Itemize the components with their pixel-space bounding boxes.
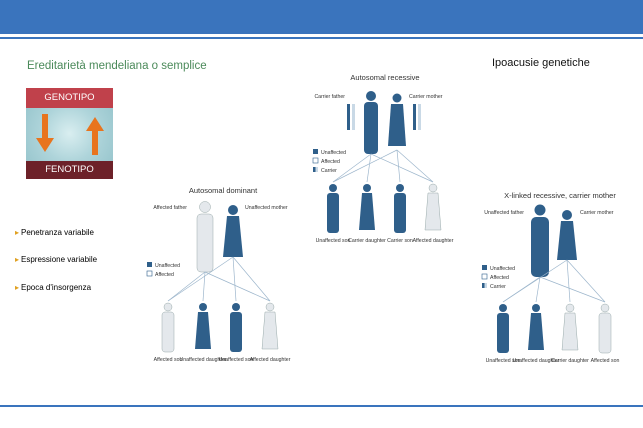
child-unaffected-daughter <box>528 304 544 350</box>
inheritance-lines <box>502 259 606 303</box>
inheritance-lines <box>167 256 271 302</box>
bullet-marker-icon: ▸ <box>15 283 20 292</box>
svg-text:Affected daughter: Affected daughter <box>250 357 291 363</box>
svg-text:Unaffected son: Unaffected son <box>219 357 254 363</box>
header-bar <box>0 0 643 34</box>
svg-text:Unaffected: Unaffected <box>155 263 180 269</box>
parent-label: Unaffected father <box>484 210 524 216</box>
autosomal-dominant-diagram: Autosomal dominant Affected father Unaff… <box>146 186 291 363</box>
slide-subtitle: Ereditarietà mendeliana o semplice <box>27 60 207 72</box>
child-affected-son <box>598 303 612 354</box>
svg-text:Unaffected: Unaffected <box>321 150 346 156</box>
svg-text:Affected: Affected <box>321 159 340 165</box>
parent-label: Carrier mother <box>580 210 614 216</box>
child-unaffected-son <box>327 184 339 233</box>
child-carrier-son <box>394 184 406 233</box>
legend: Unaffected Affected Carrier <box>481 265 515 290</box>
x-linked-recessive-diagram: X-linked recessive, carrier mother Unaff… <box>481 191 620 364</box>
unaffected-father-figure <box>531 204 549 277</box>
affected-father-figure <box>196 201 214 273</box>
child-carrier-daughter <box>359 184 375 230</box>
child-affected-daughter <box>424 183 442 231</box>
bullet-item: ▸Penetranza variabile <box>15 228 94 237</box>
parent-label: Unaffected mother <box>245 205 288 211</box>
svg-text:Affected: Affected <box>155 272 174 278</box>
svg-text:Affected son: Affected son <box>154 357 183 363</box>
fenotipo-label: FENOTIPO <box>26 161 113 179</box>
legend: Unaffected Affected Carrier <box>312 149 346 174</box>
svg-text:Affected daughter: Affected daughter <box>413 238 454 244</box>
slide-title: Ipoacusie genetiche <box>492 57 590 69</box>
inheritance-lines <box>332 149 434 183</box>
bullet-item: ▸Espressione variabile <box>15 255 98 264</box>
diagram-title: Autosomal dominant <box>189 186 258 195</box>
child-unaffected-daughter <box>195 303 211 349</box>
diagram-title: X-linked recessive, carrier mother <box>504 191 616 200</box>
bullet-item: ▸Epoca d'insorgenza <box>15 283 92 292</box>
svg-text:Affected son: Affected son <box>591 358 620 364</box>
svg-text:Unaffected son: Unaffected son <box>316 238 351 244</box>
diagram-title: Autosomal recessive <box>350 73 419 82</box>
genotype-phenotype-box: GENOTIPO FENOTIPO <box>26 88 113 179</box>
svg-text:Carrier: Carrier <box>321 168 337 174</box>
chromosome-pair-icon <box>347 104 355 130</box>
svg-text:Carrier daughter: Carrier daughter <box>348 238 386 244</box>
carrier-mother-figure <box>557 210 577 260</box>
header-divider <box>0 37 643 39</box>
child-unaffected-son <box>497 304 509 353</box>
bullet-marker-icon: ▸ <box>15 228 20 237</box>
svg-text:Carrier: Carrier <box>490 284 506 290</box>
unaffected-mother-figure <box>223 205 243 257</box>
child-unaffected-son <box>230 303 242 352</box>
svg-text:Unaffected daughter: Unaffected daughter <box>513 358 560 364</box>
genotipo-label: GENOTIPO <box>26 88 113 108</box>
carrier-father-figure <box>364 91 378 154</box>
legend: Unaffected Affected <box>146 262 180 278</box>
child-affected-son <box>161 302 175 353</box>
svg-text:Carrier daughter: Carrier daughter <box>551 358 589 364</box>
svg-text:Affected: Affected <box>490 275 509 281</box>
autosomal-recessive-diagram: Autosomal recessive Carrier father Carri… <box>312 73 454 244</box>
svg-text:Unaffected daughter: Unaffected daughter <box>180 357 227 363</box>
carrier-mother-figure <box>388 93 406 146</box>
svg-text:Carrier son: Carrier son <box>387 238 413 244</box>
bidirectional-arrows-icon <box>36 114 104 155</box>
child-affected-daughter <box>261 302 279 350</box>
footer-divider <box>0 405 643 407</box>
parent-label: Carrier father <box>314 94 345 100</box>
parent-label: Affected father <box>153 205 187 211</box>
chromosome-pair-icon <box>413 104 421 130</box>
svg-text:Unaffected: Unaffected <box>490 266 515 272</box>
parent-label: Carrier mother <box>409 94 443 100</box>
child-carrier-daughter <box>561 303 579 351</box>
svg-text:Unaffected son: Unaffected son <box>486 358 521 364</box>
bullet-marker-icon: ▸ <box>15 255 20 264</box>
